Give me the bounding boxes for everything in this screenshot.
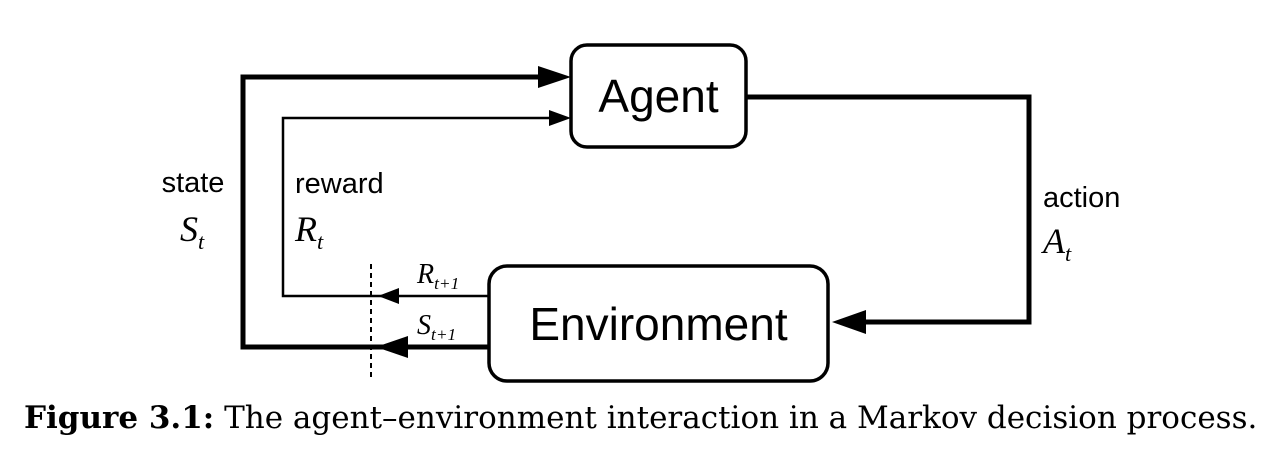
figure-caption-text: The agent–environment interaction in a M… bbox=[224, 400, 1258, 436]
reward-arrow bbox=[281, 110, 571, 304]
environment-label: Environment bbox=[529, 298, 787, 350]
environment-box: Environment bbox=[487, 264, 830, 383]
reward-symbol: Rt bbox=[294, 209, 324, 254]
agent-label: Agent bbox=[598, 70, 718, 122]
action-symbol: At bbox=[1041, 221, 1072, 266]
next-reward-symbol: Rt+1 bbox=[416, 259, 459, 293]
reward-label: reward bbox=[295, 168, 384, 200]
state-arrow bbox=[240, 66, 571, 358]
state-symbol: St bbox=[180, 209, 205, 254]
state-arrowhead-bottom bbox=[376, 336, 408, 358]
action-arrowhead bbox=[832, 310, 866, 334]
next-state-symbol: St+1 bbox=[417, 310, 456, 344]
reward-arrowhead-bottom bbox=[378, 288, 399, 304]
figure-number: Figure 3.1: bbox=[24, 400, 215, 436]
state-arrowhead-top bbox=[538, 66, 571, 88]
agent-box: Agent bbox=[569, 43, 748, 149]
reward-arrowhead-top bbox=[549, 110, 571, 126]
action-label: action bbox=[1043, 182, 1120, 214]
action-arrow bbox=[746, 94, 1032, 334]
state-label: state bbox=[162, 167, 225, 199]
figure-caption: Figure 3.1: The agent–environment intera… bbox=[24, 400, 1257, 436]
